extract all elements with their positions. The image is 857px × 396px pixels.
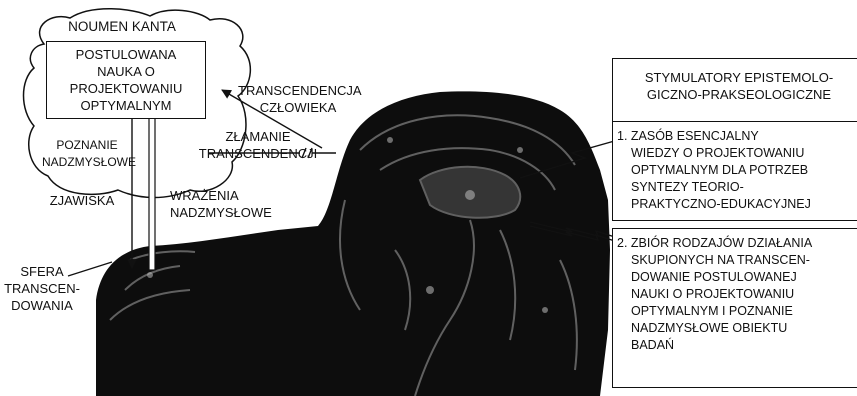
phenomena-label: ZJAWISKA xyxy=(42,192,122,209)
sphere-line-1: SFERA xyxy=(4,263,80,280)
stimulator-item-2-box: 2. ZBIÓR RODZAJÓW DZIAŁANIA SKUPIONYCH N… xyxy=(612,228,857,388)
item2-line-4: NAUKI O PROJEKTOWANIU xyxy=(617,286,857,303)
cognition-line-1: POZNANIE xyxy=(42,137,132,154)
stimulator-item-1-box: 1. ZASÓB ESENCJALNY WIEDZY O PROJEKTOWAN… xyxy=(612,121,857,221)
item2-line-3: DOWANIE POSTULOWANEJ xyxy=(617,269,857,286)
break-label: ZŁAMANIE TRANSCENDENCJI xyxy=(198,128,318,162)
sphere-line-2: TRANSCEN- xyxy=(4,280,80,297)
impressions-line-1: WRAŻENIA xyxy=(170,187,290,204)
break-line-1: ZŁAMANIE xyxy=(198,128,318,145)
item2-line-2: SKUPIONYCH NA TRANSCEN- xyxy=(617,252,857,269)
transcendence-line-2: CZŁOWIEKA xyxy=(238,99,358,116)
cognition-label: POZNANIE NADZMYSŁOWE xyxy=(42,137,132,171)
science-line-2: NAUKA O xyxy=(47,63,205,80)
item2-line-7: BADAŃ xyxy=(617,337,857,354)
item1-line-3: OPTYMALNYM DLA POTRZEB xyxy=(617,162,857,179)
noumenon-title: NOUMEN KANTA xyxy=(62,18,182,35)
impressions-label: WRAŻENIA NADZMYSŁOWE xyxy=(170,187,290,221)
item1-line-4: SYNTEZY TEORIO- xyxy=(617,179,857,196)
stimulators-header-line-2: GICZNO-PRAKSEOLOGICZNE xyxy=(623,86,855,103)
sphere-label: SFERA TRANSCEN- DOWANIA xyxy=(4,263,80,314)
item1-line-5: PRAKTYCZNO-EDUKACYJNEJ xyxy=(617,196,857,213)
item2-line-6: NADZMYSŁOWE OBIEKTU xyxy=(617,320,857,337)
item2-line-1: 2. ZBIÓR RODZAJÓW DZIAŁANIA xyxy=(617,235,857,252)
item1-line-2: WIEDZY O PROJEKTOWANIU xyxy=(617,145,857,162)
item2-line-5: OPTYMALNYM I POZNANIE xyxy=(617,303,857,320)
sphere-line-3: DOWANIA xyxy=(4,297,80,314)
item1-line-1: 1. ZASÓB ESENCJALNY xyxy=(617,128,857,145)
science-line-3: PROJEKTOWANIU xyxy=(47,80,205,97)
break-line-2: TRANSCENDENCJI xyxy=(198,145,318,162)
impressions-line-2: NADZMYSŁOWE xyxy=(170,204,290,221)
science-line-1: POSTULOWANA xyxy=(47,46,205,63)
transcendence-line-1: TRANSCENDENCJA xyxy=(238,82,358,99)
postulated-science-box: POSTULOWANA NAUKA O PROJEKTOWANIU OPTYMA… xyxy=(46,41,206,119)
science-line-4: OPTYMALNYM xyxy=(47,97,205,114)
stimulators-header-box: STYMULATORY EPISTEMOLO- GICZNO-PRAKSEOLO… xyxy=(612,58,857,122)
stimulators-header-line-1: STYMULATORY EPISTEMOLO- xyxy=(623,69,855,86)
cognition-line-2: NADZMYSŁOWE xyxy=(42,154,132,171)
transcendence-label: TRANSCENDENCJA CZŁOWIEKA xyxy=(238,82,358,116)
